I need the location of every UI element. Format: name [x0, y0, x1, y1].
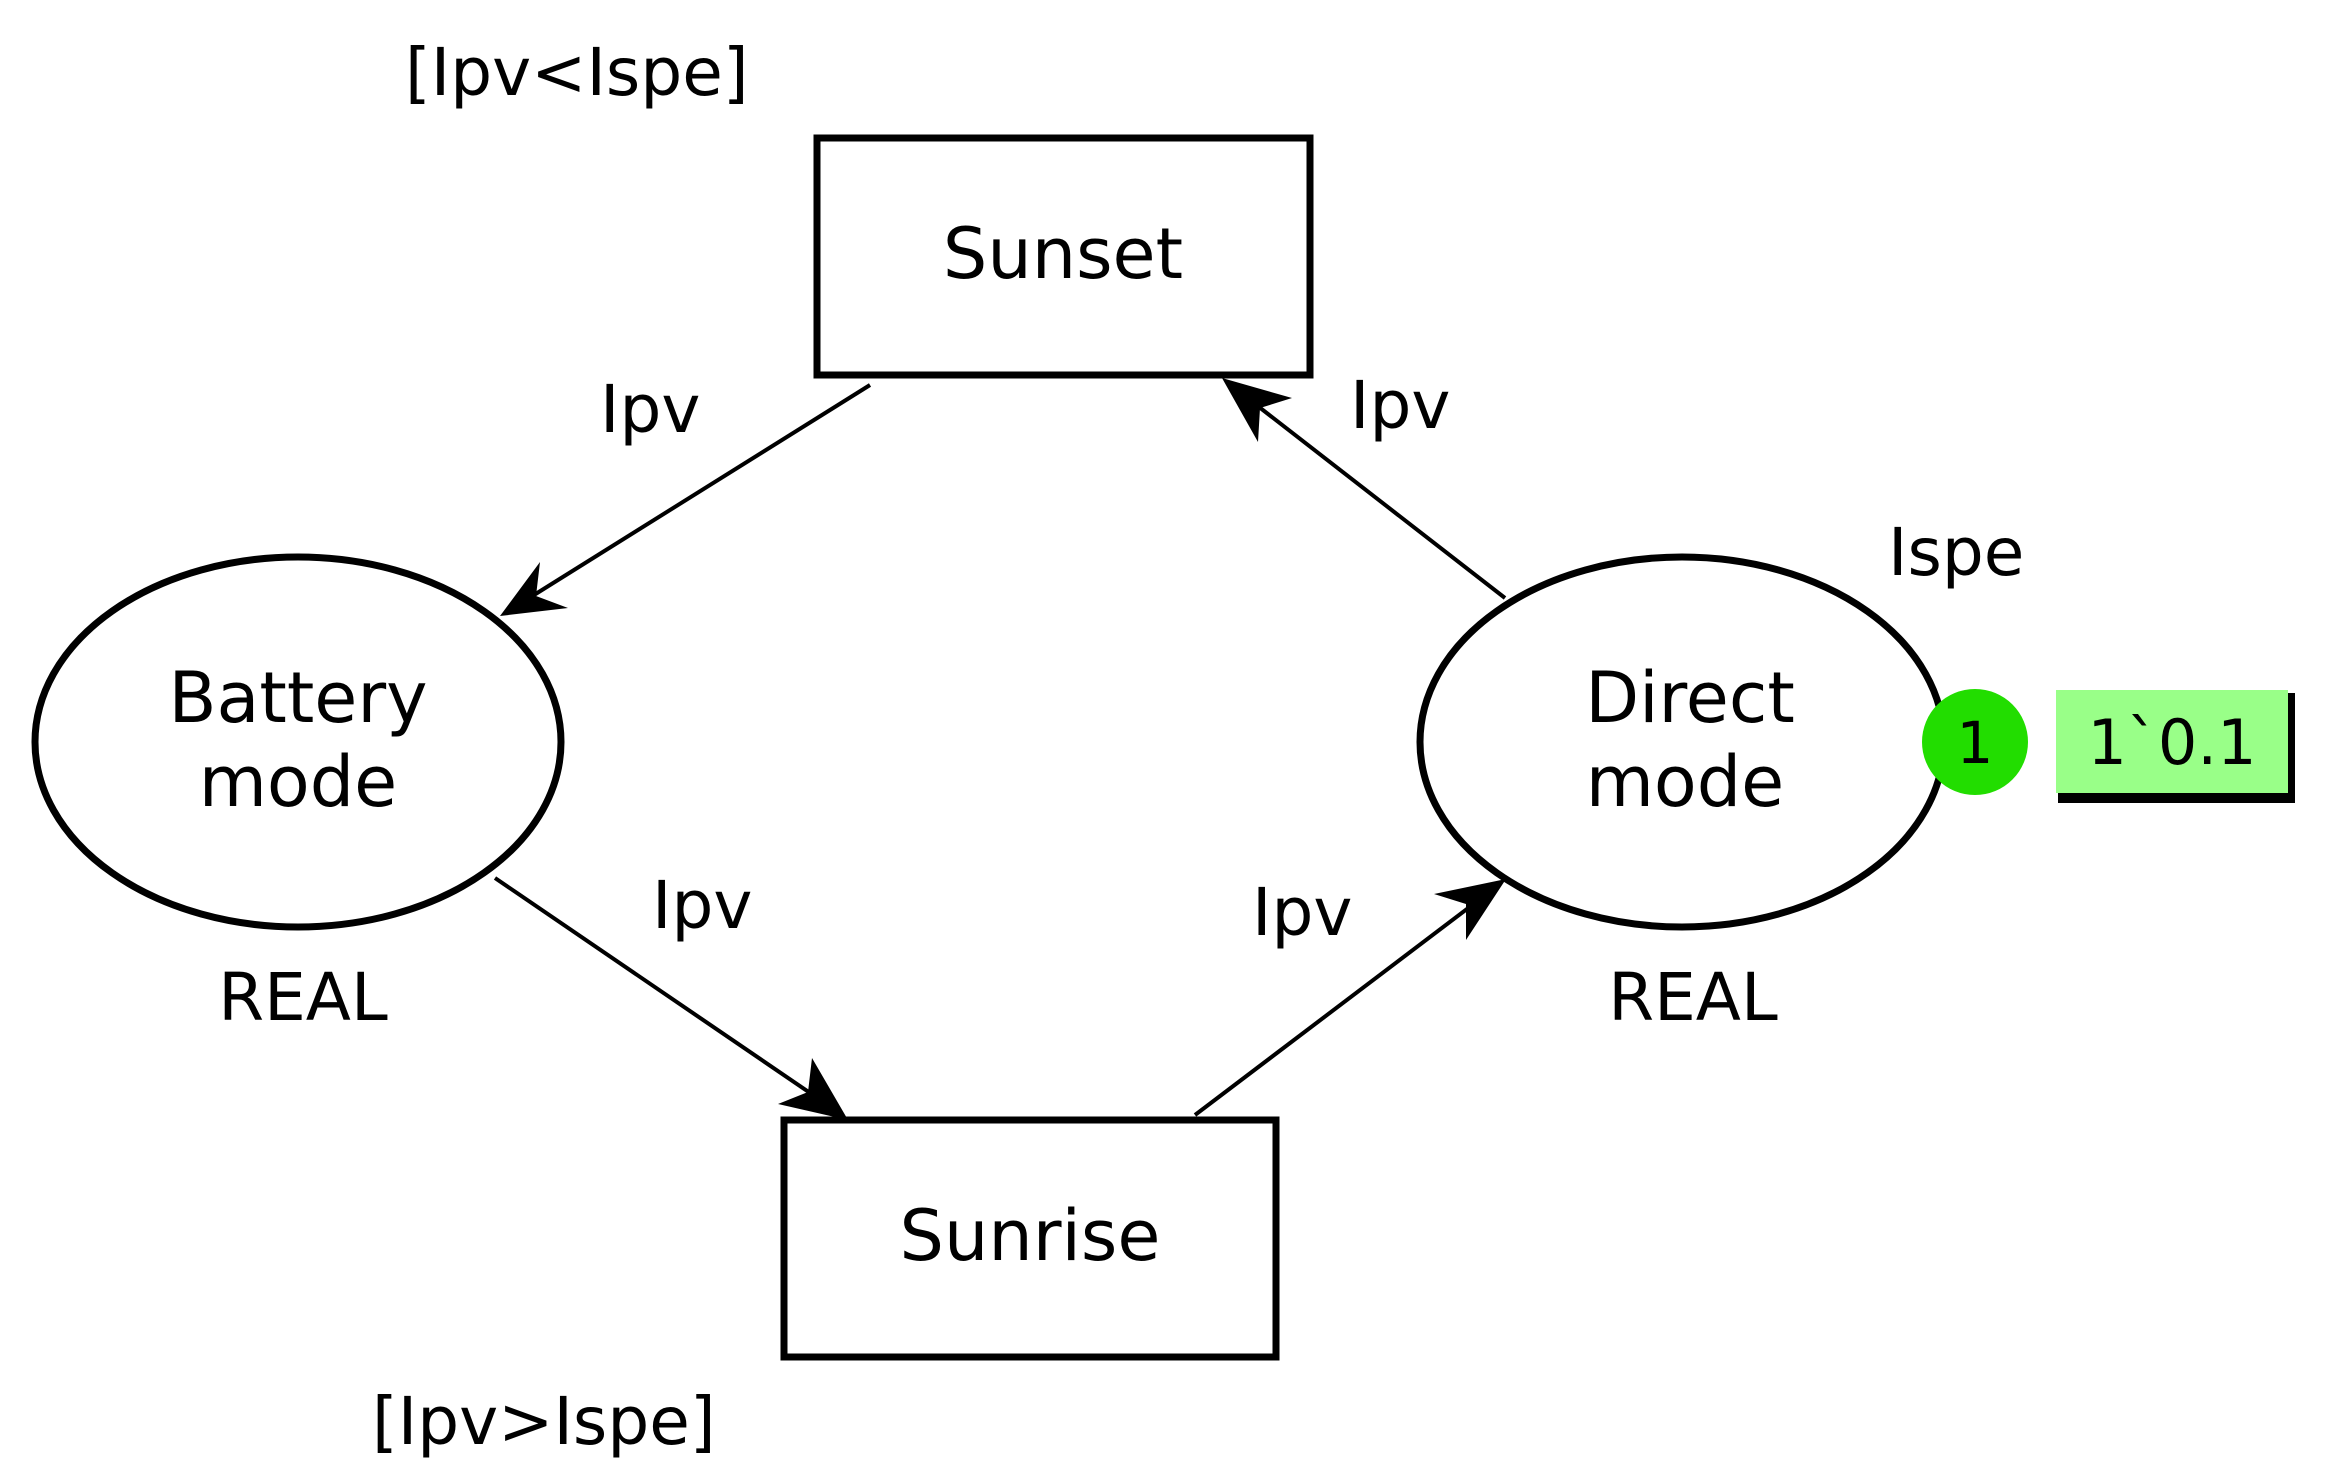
- arc-direct-to-sunset[interactable]: [1222, 378, 1507, 600]
- place-direct-mode-label-line1: Direct: [1585, 657, 1795, 739]
- transition-sunrise[interactable]: Sunrise: [780, 1116, 1280, 1361]
- arrow-head-icon: [500, 562, 568, 616]
- arc-label-sunset-to-battery: Ipv: [600, 371, 700, 448]
- direct-mode-initial-marking: Ispe: [1888, 514, 2024, 591]
- direct-mode-color-set: REAL: [1608, 959, 1778, 1036]
- token-circle-icon: [1922, 689, 2028, 795]
- arrow-head-icon: [1434, 879, 1506, 940]
- sunrise-guard: [Ipv>Ispe]: [372, 1383, 716, 1460]
- arrow-head-icon: [778, 1058, 848, 1120]
- current-marking: 1`0.1: [2087, 706, 2256, 779]
- token-count-badge[interactable]: 1: [1922, 689, 2028, 795]
- transition-sunset[interactable]: Sunset: [813, 134, 1314, 379]
- place-direct-mode[interactable]: Direct mode: [1416, 553, 1948, 931]
- arc-label-direct-to-sunset: Ipv: [1350, 367, 1450, 444]
- battery-mode-color-set: REAL: [218, 959, 388, 1036]
- sunset-guard: [Ipv<Ispe]: [405, 34, 749, 111]
- place-battery-mode-label-line2: mode: [199, 741, 398, 823]
- arc-label-sunrise-to-direct: Ipv: [1252, 874, 1352, 951]
- marking-box-fill: [2056, 690, 2288, 793]
- arc-battery-to-sunrise[interactable]: [493, 876, 848, 1120]
- place-battery-mode-label-line1: Battery: [168, 657, 427, 739]
- arc-sunset-to-battery[interactable]: [500, 383, 872, 616]
- current-marking-box[interactable]: 1`0.1: [2056, 690, 2295, 803]
- arrow-head-icon: [1222, 378, 1292, 442]
- place-direct-mode-label-line2: mode: [1586, 741, 1785, 823]
- token-count: 1: [1957, 709, 1994, 777]
- arc-label-battery-to-sunrise: Ipv: [652, 867, 752, 944]
- arc-sunrise-to-direct[interactable]: [1193, 879, 1506, 1117]
- place-battery-mode[interactable]: Battery mode: [31, 553, 565, 931]
- transition-sunset-label: Sunset: [943, 213, 1183, 295]
- transition-sunrise-label: Sunrise: [900, 1195, 1161, 1277]
